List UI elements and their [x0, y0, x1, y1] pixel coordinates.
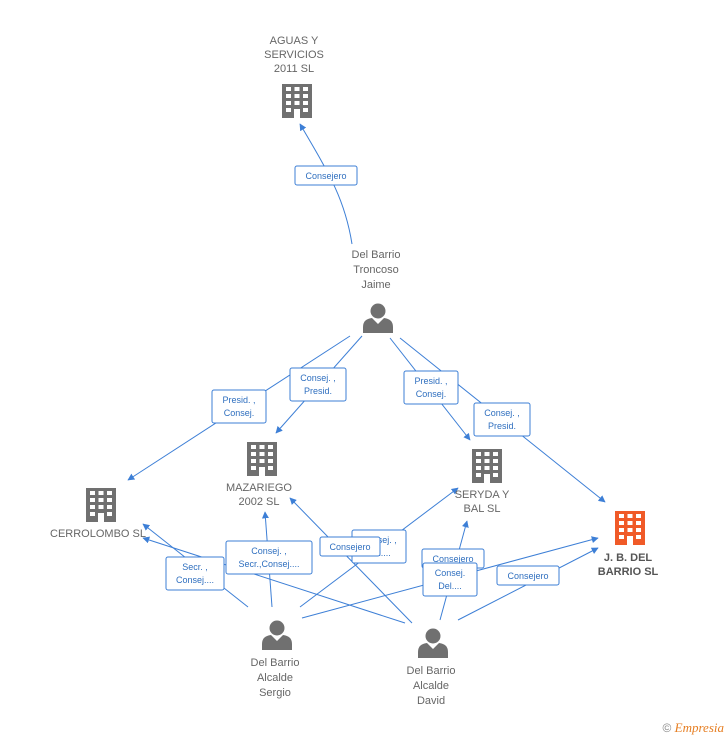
edge-label-sergio-cerrolombo[interactable]: Secr. ,Consej.... [165, 556, 225, 591]
edge-labels-layer: Consejero Presid. ,Consej. Consej. ,Pres… [165, 165, 560, 597]
edge-label-sergio-mazariego[interactable]: Consej. ,Secr.,Consej.... [225, 540, 313, 575]
edge-label-david-mazariego[interactable]: Consejero [319, 536, 381, 557]
edge-label-david-jb[interactable]: Consejero [496, 565, 560, 586]
building-icon [247, 442, 277, 476]
person-icon [418, 628, 448, 658]
svg-text:Consejero: Consejero [329, 542, 370, 552]
edge-jaime-aguas [299, 123, 353, 245]
edge-david-mazariego [289, 497, 413, 624]
edge-label-jaime-mazariego[interactable]: Consej. ,Presid. [289, 367, 347, 402]
svg-text:Consejero: Consejero [432, 554, 473, 564]
svg-text:Presid. ,Consej.: Presid. ,Consej. [414, 376, 447, 399]
person-icon [262, 620, 292, 650]
copyright-footer: © Empresia [662, 720, 724, 736]
building-icon [615, 511, 645, 545]
building-icon [86, 488, 116, 522]
svg-text:Consej. ,Secr.,Consej....: Consej. ,Secr.,Consej.... [238, 546, 299, 569]
edge-label-jaime-jb[interactable]: Consej. ,Presid. [473, 402, 531, 437]
svg-text:Consejero: Consejero [305, 171, 346, 181]
edge-label-jaime-aguas[interactable]: Consejero [294, 165, 358, 186]
edge-david-cerrolombo [142, 536, 406, 624]
svg-text:CERROLOMBO SL: CERROLOMBO SL [50, 528, 146, 540]
edge-label-david-seryda[interactable]: Consej.Del.... [422, 562, 478, 597]
svg-text:Consej. ,Presid.: Consej. ,Presid. [300, 373, 336, 396]
node-cerrolombo-sl[interactable]: CERROLOMBO SL [50, 488, 146, 540]
svg-text:Consej.Del....: Consej.Del.... [435, 568, 466, 591]
svg-text:Presid. ,Consej.: Presid. ,Consej. [222, 395, 255, 418]
svg-text:Consej. ,Presid.: Consej. ,Presid. [484, 408, 520, 431]
copyright-icon: © [662, 721, 672, 735]
edge-label-jaime-seryda[interactable]: Presid. ,Consej. [403, 370, 459, 405]
edge-label-jaime-cerrolombo[interactable]: Presid. ,Consej. [211, 389, 267, 424]
svg-text:Consejero: Consejero [507, 571, 548, 581]
svg-text:Secr. ,Consej....: Secr. ,Consej.... [176, 562, 214, 585]
brand-logo[interactable]: Empresia [674, 720, 724, 735]
building-icon [282, 84, 312, 118]
person-icon [363, 303, 393, 333]
building-icon [472, 449, 502, 483]
